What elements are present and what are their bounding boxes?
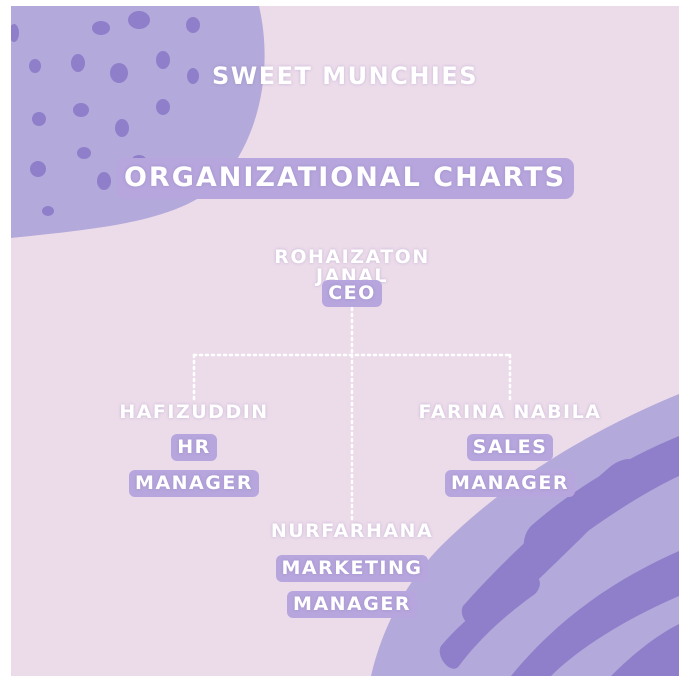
node-sales: FARINA NABILA SALES MANAGER <box>410 401 610 497</box>
ceo-role: CEO <box>252 280 452 307</box>
node-hr: HAFIZUDDIN HR MANAGER <box>94 401 294 497</box>
sales-name: FARINA NABILA <box>418 401 602 423</box>
marketing-role-line1: MARKETING <box>252 555 452 582</box>
decorative-background <box>11 6 679 676</box>
connector-lines <box>192 306 512 521</box>
polka-dots <box>11 11 200 216</box>
hr-name: HAFIZUDDIN <box>119 401 269 423</box>
hr-role-line1: HR <box>94 434 294 461</box>
chart-title-label: ORGANIZATIONAL CHARTS <box>115 158 575 199</box>
node-ceo: ROHAIZATON JANAL CEO <box>252 248 452 307</box>
hr-role-line2: MANAGER <box>94 470 294 497</box>
chart-title: ORGANIZATIONAL CHARTS <box>11 158 679 199</box>
marketing-name: NURFARHANA <box>270 520 434 542</box>
sales-role-line1: SALES <box>410 434 610 461</box>
node-marketing: NURFARHANA MARKETING MANAGER <box>252 520 452 618</box>
org-chart-poster: SWEET MUNCHIES ORGANIZATIONAL CHARTS ROH… <box>11 6 679 676</box>
brush-strokes <box>439 436 679 676</box>
marketing-role-line2: MANAGER <box>252 591 452 618</box>
brand-name: SWEET MUNCHIES <box>211 62 479 90</box>
sales-role-line2: MANAGER <box>410 470 610 497</box>
